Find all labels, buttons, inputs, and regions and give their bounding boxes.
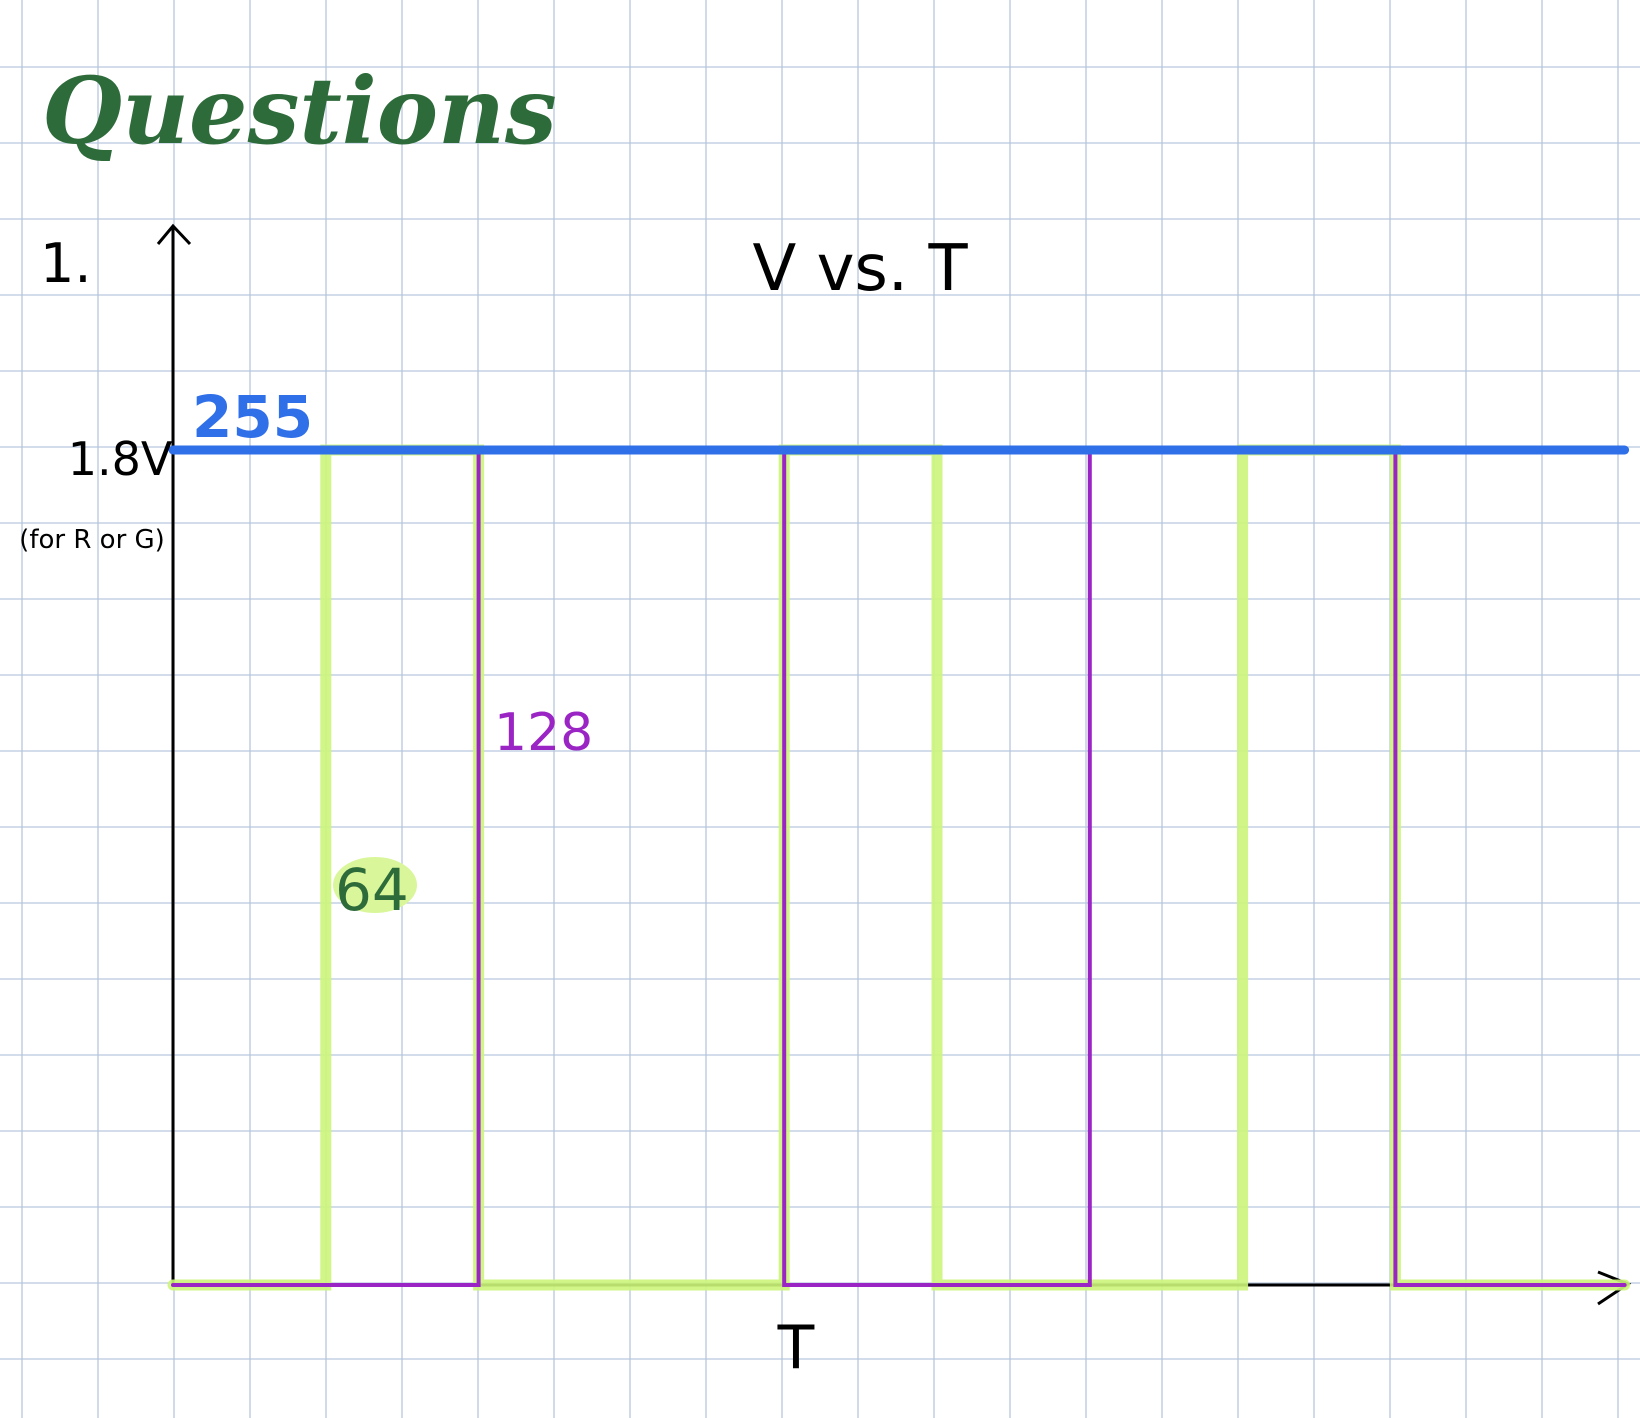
- page-heading: Questions: [42, 57, 557, 165]
- y-tick-label: 1.8V: [68, 432, 173, 486]
- series-line-128: [171, 448, 1627, 1287]
- y-axis-arrow-icon: [156, 223, 192, 246]
- series-label-64: 64: [335, 856, 409, 924]
- x-axis-label: T: [777, 1313, 815, 1383]
- chart-title: V vs. T: [752, 232, 968, 306]
- series-label-255: 255: [192, 383, 313, 451]
- y-tick-note: (for R or G): [19, 525, 165, 555]
- series-layer: [167, 444, 1631, 1291]
- series-label-64-highlight: [333, 857, 417, 913]
- series-label-128: 128: [494, 703, 593, 763]
- question-number: 1.: [40, 232, 92, 295]
